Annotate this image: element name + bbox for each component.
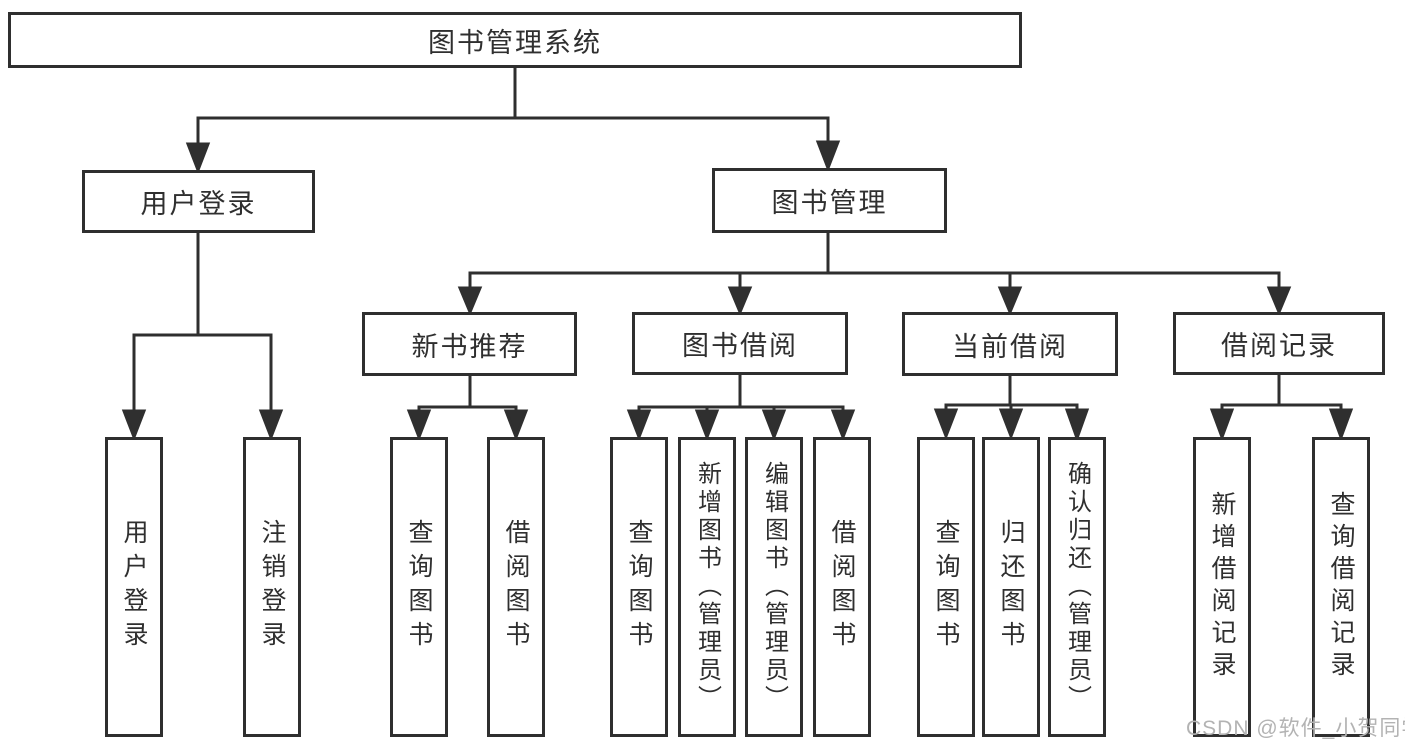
node-borrow-records: 借阅记录 [1173,312,1385,375]
leaf-edit-book-admin: 编辑图书（管理员） [745,437,803,737]
node-book-management-label: 图书管理 [771,188,888,218]
leaf-confirm-return-admin: 确认归还（管理员） [1048,437,1106,737]
node-current-borrowing: 当前借阅 [902,312,1118,376]
leaf-query-borrow-record: 查询借阅记录 [1312,437,1370,737]
leaf-borrow-books-borrowing: 借阅图书 [813,437,871,737]
node-book-management: 图书管理 [712,168,947,233]
node-book-borrowing-label: 图书借阅 [682,331,798,361]
node-current-borrowing-label: 当前借阅 [952,331,1068,362]
node-borrow-records-label: 借阅记录 [1221,331,1337,361]
leaf-query-books-recommend: 查询图书 [390,437,448,737]
leaf-query-books-current: 查询图书 [917,437,975,737]
leaf-add-borrow-record: 新增借阅记录 [1193,437,1251,737]
leaf-borrow-books-recommend: 借阅图书 [487,437,545,737]
leaf-return-books: 归还图书 [982,437,1040,737]
csdn-watermark: CSDN @软件_小贺同学 [1186,717,1405,740]
leaf-add-book-admin: 新增图书（管理员） [678,437,736,737]
node-new-book-recommend: 新书推荐 [362,312,577,376]
leaf-query-books-borrowing: 查询图书 [610,437,668,737]
leaf-user-login: 用户登录 [105,437,163,737]
node-user-login: 用户登录 [82,170,315,233]
node-book-borrowing: 图书借阅 [632,312,848,375]
node-new-book-recommend-label: 新书推荐 [411,331,528,362]
node-user-login-label: 用户登录 [140,189,257,219]
node-root-system-label: 图书管理系统 [428,27,602,58]
node-root-system: 图书管理系统 [8,12,1022,68]
leaf-logout: 注销登录 [243,437,301,737]
